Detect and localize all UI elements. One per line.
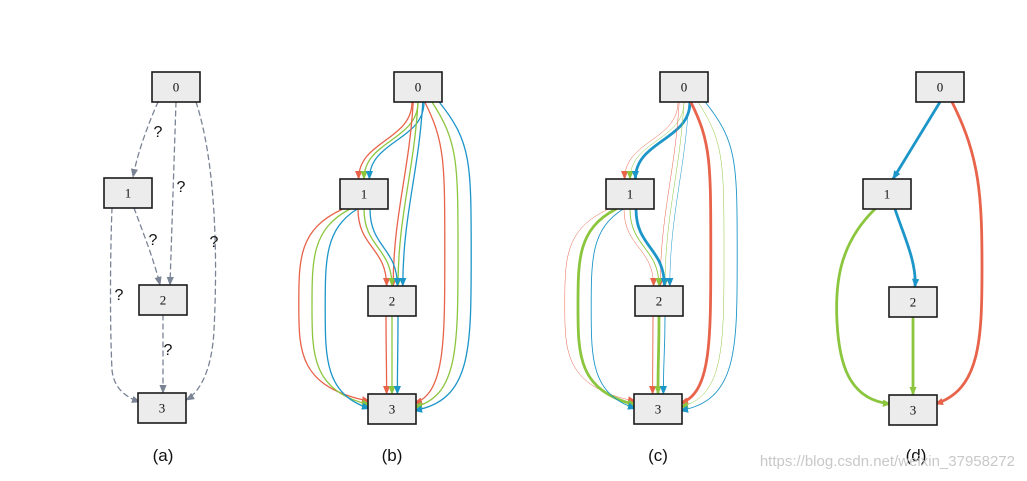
node-b-3: 3 xyxy=(367,393,417,425)
edge-annotation-1-2: ? xyxy=(149,232,158,249)
node-label: 1 xyxy=(884,187,891,202)
edge-c-0-3-green xyxy=(679,101,725,409)
edge-b-2-3-red xyxy=(382,315,391,395)
node-b-1: 1 xyxy=(339,178,389,210)
edge-annotation-0-1: ? xyxy=(154,124,163,141)
node-a-1: 1 xyxy=(103,177,153,209)
panel-b: 0 1 2 3 (b) xyxy=(298,71,472,465)
node-label: 0 xyxy=(937,80,944,95)
node-label: 0 xyxy=(681,80,688,95)
panel-a: ?????? 0 1 2 3 (a) xyxy=(103,71,219,465)
edge-c-1-3-green xyxy=(576,207,638,407)
edge-b-2-3-blue xyxy=(393,315,402,395)
edge-b-0-3-red xyxy=(413,101,446,405)
panel-label-c: (c) xyxy=(648,446,668,465)
edge-b-1-3-blue xyxy=(324,208,371,410)
edge-a-0-3-dashed xyxy=(185,101,217,401)
panel-label-b: (b) xyxy=(382,446,403,465)
panel-label-a: (a) xyxy=(153,446,174,465)
node-label: 3 xyxy=(159,401,166,416)
edge-annotation-1-3: ? xyxy=(115,287,124,304)
node-d-3: 3 xyxy=(888,394,938,426)
edge-annotation-0-2: ? xyxy=(177,179,186,196)
edge-c-0-1-red xyxy=(621,101,679,180)
edge-b-0-3-blue xyxy=(413,101,472,413)
edge-a-0-1-dashed xyxy=(130,101,159,178)
edge-b-0-2-red xyxy=(389,101,414,287)
edge-d-1-2-blue xyxy=(893,207,920,289)
edge-b-1-2-red xyxy=(357,208,391,287)
edge-annotation-0-3: ? xyxy=(210,234,219,251)
node-label: 0 xyxy=(415,80,422,95)
node-label: 1 xyxy=(125,186,132,201)
edge-c-0-1-green xyxy=(626,101,685,180)
node-a-3: 3 xyxy=(137,392,187,424)
node-c-1: 1 xyxy=(605,178,655,210)
edge-b-1-3-green xyxy=(311,208,371,407)
edge-b-1-2-green xyxy=(363,208,396,287)
panel-label-d: (d) xyxy=(906,446,927,465)
edge-d-0-3-red xyxy=(933,100,984,406)
node-label: 3 xyxy=(655,402,662,417)
node-b-2: 2 xyxy=(367,285,417,317)
edge-c-0-2-blue xyxy=(666,101,690,287)
panel-d: 0 1 2 3 (d) xyxy=(835,71,984,465)
edge-b-0-3-green xyxy=(413,101,459,409)
edge-annotation-2-3: ? xyxy=(164,342,173,359)
node-label: 1 xyxy=(627,187,634,202)
edge-c-1-3-blue xyxy=(590,208,637,410)
edge-a-1-2-dashed xyxy=(133,207,162,286)
panel-c: 0 1 2 3 (c) xyxy=(564,71,738,465)
edge-c-0-2-green xyxy=(661,101,685,287)
edge-c-2-3-blue xyxy=(659,315,668,395)
node-label: 2 xyxy=(656,294,663,309)
node-a-0: 0 xyxy=(151,71,201,103)
node-a-2: 2 xyxy=(138,284,188,316)
edge-c-0-3-red xyxy=(678,100,713,405)
edge-a-1-3-dashed xyxy=(109,207,141,403)
node-label: 0 xyxy=(173,80,180,95)
edge-b-0-1-red xyxy=(355,101,413,180)
node-b-0: 0 xyxy=(393,71,443,103)
edge-c-0-3-blue xyxy=(679,101,738,413)
edge-c-1-2-blue xyxy=(634,207,668,288)
node-c-2: 2 xyxy=(634,285,684,317)
edge-d-1-3-green xyxy=(835,207,893,407)
node-label: 1 xyxy=(361,187,368,202)
edge-b-0-2-blue xyxy=(399,101,424,287)
node-d-2: 2 xyxy=(888,286,938,318)
node-label: 2 xyxy=(389,294,396,309)
edge-c-2-3-green xyxy=(654,314,662,396)
node-label: 2 xyxy=(910,295,917,310)
edge-b-1-3-red xyxy=(298,208,371,404)
node-label: 2 xyxy=(160,293,167,308)
edge-b-0-1-green xyxy=(360,101,419,180)
edge-b-0-2-green xyxy=(394,101,419,287)
node-d-1: 1 xyxy=(862,178,912,210)
edge-d-0-1-blue xyxy=(891,100,942,181)
node-label: 3 xyxy=(389,402,396,417)
node-c-0: 0 xyxy=(659,71,709,103)
node-d-0: 0 xyxy=(915,71,965,103)
edge-a-0-2-dashed xyxy=(166,101,177,286)
edge-c-1-2-green xyxy=(629,208,663,287)
node-label: 3 xyxy=(910,403,917,418)
edge-c-1-2-red xyxy=(623,208,658,287)
watermark-text: https://blog.csdn.net/weixin_37958272 xyxy=(760,453,1015,470)
node-c-3: 3 xyxy=(633,393,683,425)
edge-b-1-2-blue xyxy=(369,208,401,287)
edge-c-1-3-red xyxy=(564,208,637,404)
